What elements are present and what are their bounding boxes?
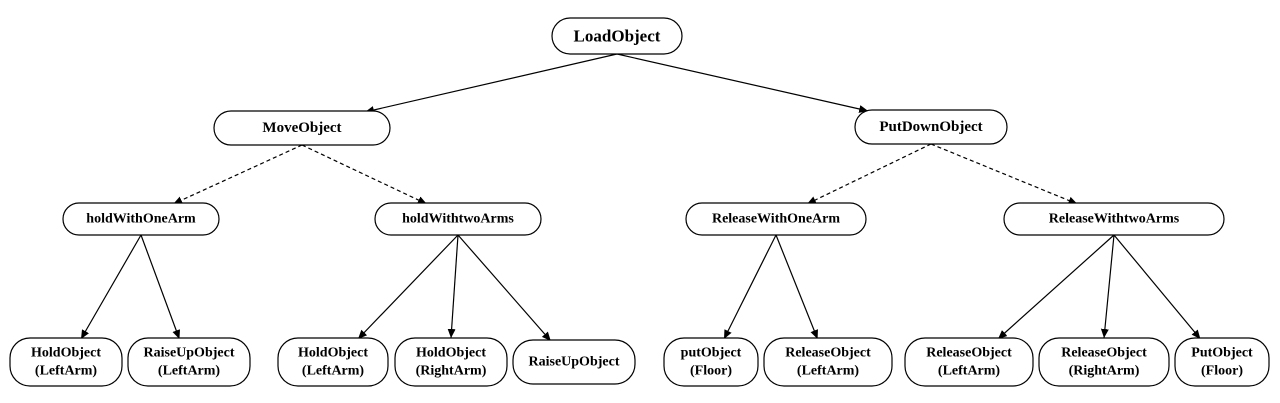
node-put-object-floor: putObject (Floor) [663, 337, 759, 387]
node-label-line: HoldObject [416, 345, 486, 360]
node-box [1038, 337, 1170, 387]
edges-layer [80, 53, 1201, 342]
node-box [9, 337, 123, 387]
node-label-line: ReleaseWithOneArm [712, 212, 840, 227]
node-put-object-floor: PutObject (Floor) [1174, 337, 1270, 387]
node-label-line: PutDownObject [879, 119, 982, 135]
node-label-line: PutObject [1191, 345, 1253, 360]
node-label-line: holdWithtwoArms [402, 212, 514, 227]
edge-rel_one-to-l7 [775, 234, 819, 340]
edge-rel_one-to-l6 [723, 234, 777, 340]
node-label-line: HoldObject [298, 345, 368, 360]
node-hold-object-left-arm: HoldObject (LeftArm) [277, 337, 389, 387]
node-release-object-left-arm: ReleaseObject (LeftArm) [763, 337, 893, 387]
edge-hold_two-to-l5 [457, 234, 552, 342]
node-label-line: (LeftArm) [35, 364, 98, 379]
node-label-line: MoveObject [262, 120, 341, 136]
node-box [213, 110, 391, 146]
node-release-object-right-arm: ReleaseObject (RightArm) [1038, 337, 1170, 387]
node-box [763, 337, 893, 387]
edge-rel_two-to-l8 [997, 234, 1115, 340]
node-box [685, 202, 867, 236]
edge-hold_one-to-l1 [80, 234, 142, 340]
edge-move-to-hold_one [172, 144, 303, 205]
edge-rel_two-to-l9 [1100, 234, 1115, 339]
node-raise-up-object: RaiseUpObject [512, 339, 636, 385]
node-hold-object-right-arm: HoldObject (RightArm) [394, 337, 508, 387]
edge-hold_one-to-l2 [140, 234, 181, 340]
node-label-line: (LeftArm) [302, 364, 365, 379]
node-move-object: MoveObject [213, 110, 391, 146]
node-label-line: (LeftArm) [158, 364, 221, 379]
node-box [512, 339, 636, 385]
node-label-line: ReleaseObject [785, 345, 871, 360]
node-label-line: RaiseUpObject [144, 345, 235, 360]
node-label-line: (LeftArm) [938, 364, 1001, 379]
node-hold-object-left-arm: HoldObject (LeftArm) [9, 337, 123, 387]
node-label-line: (Floor) [1201, 364, 1243, 379]
edge-root-to-putdown [616, 53, 869, 113]
node-label-line: (RightArm) [1069, 364, 1140, 379]
node-box [1174, 337, 1270, 387]
edge-hold_two-to-l4 [447, 234, 459, 339]
node-box [551, 17, 683, 55]
node-box [277, 337, 389, 387]
edge-putdown-to-rel_one [806, 143, 932, 205]
node-label-line: LoadObject [574, 27, 661, 46]
node-raise-up-object-left-arm: RaiseUpObject (LeftArm) [127, 337, 251, 387]
node-box [1003, 202, 1225, 236]
node-release-with-one-arm: ReleaseWithOneArm [685, 202, 867, 236]
node-box [394, 337, 508, 387]
node-label-line: holdWithOneArm [86, 212, 196, 227]
edge-rel_two-to-l10 [1113, 234, 1201, 340]
node-label-line: (RightArm) [416, 364, 487, 379]
edge-root-to-move [364, 53, 618, 114]
node-release-withtwo-arms: ReleaseWithtwoArms [1003, 202, 1225, 236]
edge-hold_two-to-l3 [357, 234, 459, 340]
node-hold-withtwo-arms: holdWithtwoArms [374, 202, 542, 236]
node-box [854, 109, 1008, 145]
node-label-line: HoldObject [31, 345, 101, 360]
node-label-line: ReleaseObject [926, 345, 1012, 360]
node-label-line: RaiseUpObject [529, 355, 620, 370]
node-box [904, 337, 1034, 387]
node-label-line: ReleaseWithtwoArms [1049, 212, 1180, 227]
node-box [374, 202, 542, 236]
node-label-line: (Floor) [690, 364, 732, 379]
node-box [62, 202, 220, 236]
node-label-line: putObject [681, 345, 742, 360]
edge-move-to-hold_two [301, 144, 428, 205]
node-label-line: (LeftArm) [797, 364, 860, 379]
node-hold-with-one-arm: holdWithOneArm [62, 202, 220, 236]
node-label-line: ReleaseObject [1061, 345, 1147, 360]
node-release-object-left-arm: ReleaseObject (LeftArm) [904, 337, 1034, 387]
node-load-object: LoadObject [551, 17, 683, 55]
node-box [663, 337, 759, 387]
node-put-down-object: PutDownObject [854, 109, 1008, 145]
node-box [127, 337, 251, 387]
edge-putdown-to-rel_two [930, 143, 1078, 205]
